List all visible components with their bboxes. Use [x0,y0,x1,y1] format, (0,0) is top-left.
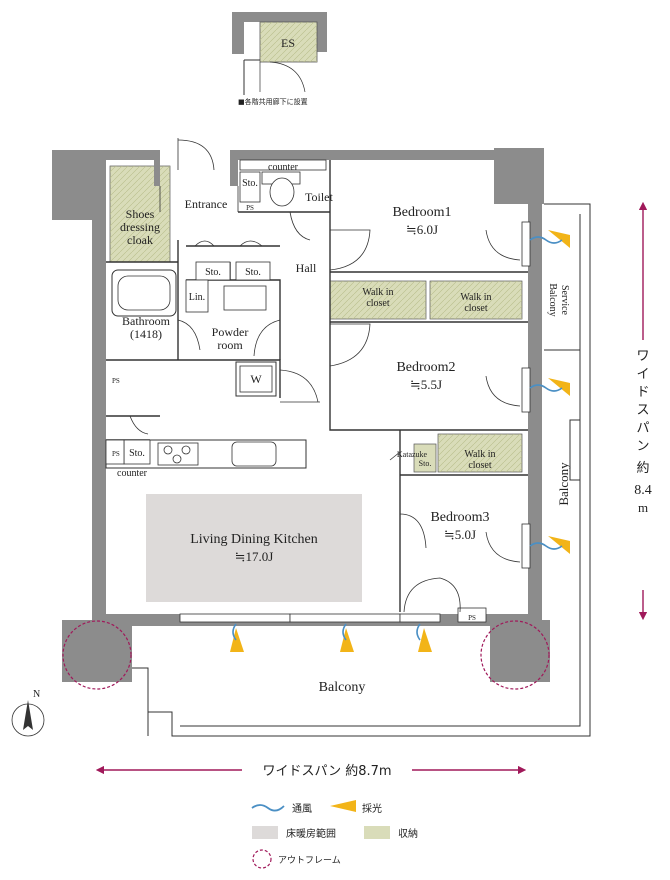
legend-outframe: アウトフレーム [278,855,341,866]
es-label: ES [281,36,295,50]
storage-swatch [364,826,390,839]
height-dimension: ワ イ ド ス パ ン 約 8.4 m [634,201,652,621]
bedroom3-label: Bedroom3 [430,510,489,525]
ps-label-3: PS [468,614,476,622]
service-balcony-line2: Balcony [547,283,558,316]
legend: 通風 採光 床暖房範囲 収納 アウトフレーム [251,800,418,869]
interior-walls [106,160,528,612]
floor-heating-area [146,494,362,602]
light-icon [330,800,356,812]
ldk-size: ≒17.0J [235,549,274,564]
bedroom1-label: Bedroom1 [392,205,451,220]
shoes-cloak-line1: Shoes [126,207,155,221]
column-left [62,620,132,682]
katazuke-line1: Katazuke [397,450,428,459]
legend-storage: 収納 [398,827,418,840]
doors [129,138,521,613]
legend-lighting: 採光 [362,802,382,815]
height-char-0: ワ [636,349,649,364]
walkin3-line2: closet [468,460,492,471]
shoes-cloak-line3: cloak [127,233,153,247]
toilet-sto-label: Sto. [242,178,258,189]
room-labels: Entrance Toilet counter Sto. PS Shoes dr… [112,162,571,695]
washer-label: W [250,372,262,386]
walkin3-line1: Walk in [464,449,495,460]
service-balcony-line1: Service [559,285,570,316]
width-dimension: ワイドスパン 約8.7m [95,764,527,779]
toilet-counter-label: counter [268,162,299,173]
storage-boxes [105,171,487,623]
height-char-5: ン [636,439,649,454]
outframe-circles [62,620,550,690]
height-char-8: m [638,500,648,515]
balcony-main-label: Balcony [319,680,366,695]
bathtub [111,269,177,317]
compass-label: N [33,689,40,700]
toilet-ps-label: PS [246,204,254,212]
bathroom-size: (1418) [130,327,162,341]
ps-label-2: PS [112,450,120,458]
toilet-fixture [239,159,327,207]
east-windows [521,221,531,569]
heating-swatch [252,826,278,839]
outframe-icon [252,849,272,869]
height-char-3: ス [636,403,649,418]
balcony-side-label: Balcony [556,462,571,506]
ldk-label: Living Dining Kitchen [190,532,318,547]
bedroom1-size: ≒6.0J [406,222,438,237]
column-right [490,620,550,682]
walkin1-line2: closet [366,298,390,309]
compass: N [11,689,45,737]
light-wind-markers [230,230,570,652]
kitchen-sto-label: Sto. [129,448,145,459]
height-char-2: ド [636,385,649,400]
bathroom-label: Bathroom [122,314,171,328]
legend-ventilation: 通風 [292,803,312,815]
linen-label: Lin. [189,292,205,303]
width-dimension-label: ワイドスパン 約8.7m [262,764,391,779]
sto-label-1: Sto. [205,267,221,278]
bedroom3-size: ≒5.0J [444,527,476,542]
es-note: ■各階共用廊下に設置 [238,97,308,106]
height-char-4: パ [636,421,649,436]
es-plan: ES ■各階共用廊下に設置 [232,12,327,106]
legend-floor-heating: 床暖房範囲 [286,827,336,840]
height-char-1: イ [636,367,649,382]
entrance-label: Entrance [185,197,228,211]
height-char-6: 約 [636,461,649,476]
kitchen-counter-label: counter [117,468,148,479]
bedroom2-label: Bedroom2 [396,360,455,375]
height-char-7: 8.4 [634,483,652,498]
walkin1-line1: Walk in [362,287,393,298]
walkin2-line1: Walk in [460,292,491,303]
sto-label-2: Sto. [245,267,261,278]
powder-room-line2: room [217,338,243,352]
compass-arrow-icon [23,700,33,730]
hall-label: Hall [296,261,317,275]
south-windows [179,613,441,623]
toilet-label: Toilet [305,190,333,204]
wind-icon [251,804,285,812]
katazuke-line2: Sto. [419,459,432,468]
walkin2-line2: closet [464,303,488,314]
bedroom2-size: ≒5.5J [410,377,442,392]
shoes-cloak-line2: dressing [120,220,160,234]
ps-label-1: PS [112,377,120,385]
powder-room-line1: Powder [212,325,249,339]
